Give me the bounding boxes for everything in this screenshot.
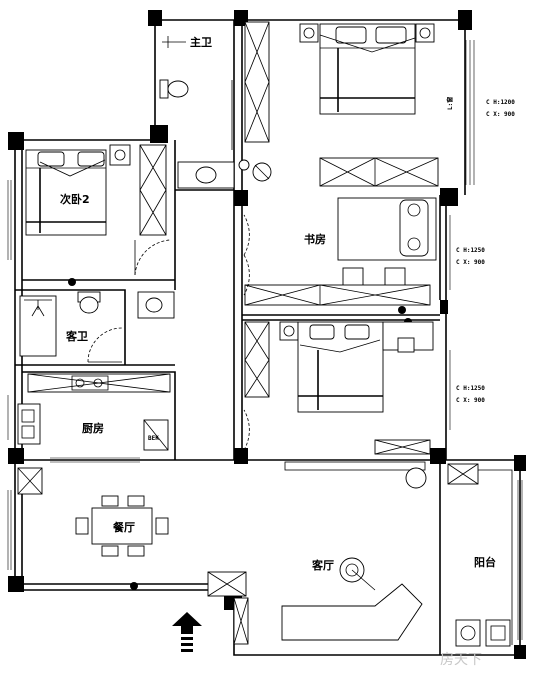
watermark: 房天下 — [440, 652, 482, 668]
kitchen: BEK 厨房 — [17, 373, 171, 451]
room-label-balcony: 阳台 — [474, 555, 496, 569]
window-spec-3-s: C X: 900 — [456, 397, 485, 404]
room-label-bedroom2: 次卧2 — [60, 192, 90, 206]
columns — [8, 10, 526, 659]
master-bedroom: L:窗 C H:1200 C X: 900 — [244, 21, 515, 187]
room-label-master-bath: 主卫 — [190, 35, 212, 49]
guest-bath: 客卫 — [19, 291, 175, 363]
room-label-dining: 餐厅 — [112, 520, 135, 534]
bedroom-3: C H:1250 C X: 900 — [243, 321, 485, 455]
window-spec-3-c: C H:1250 — [456, 385, 485, 392]
room-label-study: 书房 — [304, 232, 326, 246]
fridge-label: BEK — [148, 435, 159, 442]
study: 书房 C H:1250 C X: 900 — [243, 197, 485, 326]
window-spec-2-c: C H:1250 — [456, 247, 485, 254]
balcony: 阳台 — [447, 463, 511, 647]
windows — [7, 40, 523, 640]
room-label-living: 客厅 — [311, 558, 334, 572]
room-label-kitchen: 厨房 — [82, 421, 104, 435]
window-spec-2-s: C X: 900 — [456, 259, 485, 266]
bedroom-2: 次卧2 — [25, 144, 171, 286]
master-bath: 主卫 — [159, 35, 272, 189]
window-spec-1-s: C X: 900 — [486, 111, 515, 118]
dining: 餐厅 — [17, 467, 169, 590]
window-spec-1-c: C H:1200 — [486, 99, 515, 106]
entrance-arrow-icon — [172, 612, 202, 652]
living: 客厅 — [207, 467, 427, 645]
room-label-guest-bath: 客卫 — [65, 329, 88, 343]
bay-window-label: L:窗 — [446, 97, 454, 110]
